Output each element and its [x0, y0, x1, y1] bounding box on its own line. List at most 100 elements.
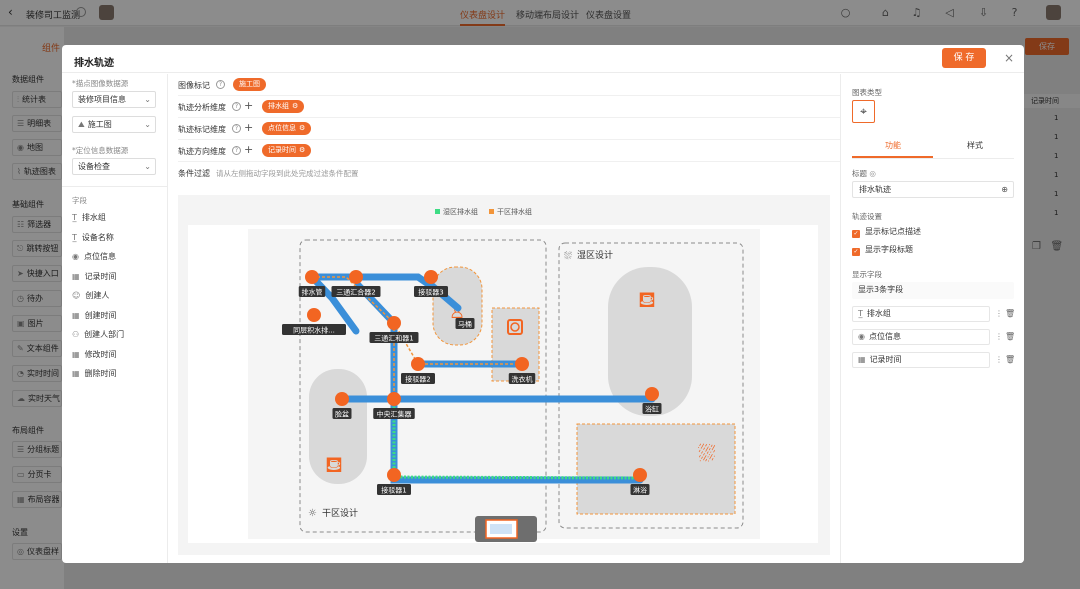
download-icon[interactable]: ⇩: [978, 6, 989, 19]
component-item[interactable]: ⫶统计表: [12, 91, 62, 108]
drag-handle-icon[interactable]: ⋮: [995, 309, 1003, 318]
node-label: 三通汇和器1: [374, 333, 413, 342]
component-item[interactable]: ◔实时时间: [12, 365, 62, 382]
node-label: 浴缸: [645, 404, 659, 413]
track-node[interactable]: [307, 308, 321, 322]
delete-icon[interactable]: 🗑: [1005, 355, 1016, 364]
help-icon[interactable]: ?: [232, 124, 241, 133]
drag-handle-icon[interactable]: ⋮: [995, 355, 1003, 364]
add-icon[interactable]: +: [244, 143, 254, 156]
add-icon[interactable]: +: [244, 99, 254, 112]
map-pin-icon[interactable]: ⌖: [852, 100, 875, 123]
save-button[interactable]: 保 存: [942, 48, 986, 68]
help-icon[interactable]: ?: [232, 146, 241, 155]
component-item[interactable]: ◉地图: [12, 139, 62, 156]
node-label-bg: [414, 286, 448, 297]
field-tag[interactable]: 点位信息⚙: [262, 122, 312, 135]
settings-icon[interactable]: [76, 7, 86, 17]
tab-style[interactable]: 样式: [967, 141, 983, 150]
component-item[interactable]: ◎仪表盘样: [12, 543, 62, 560]
checkbox-show-mark-desc[interactable]: ✓显示标记点描述: [852, 227, 921, 238]
display-field-item[interactable]: ▦记录时间: [852, 352, 990, 368]
data-source-panel: *描点图像数据源 装修项目信息⌄ ⛰施工图⌄ *定位信息数据源 设备检查⌄ 字段…: [62, 74, 168, 563]
component-item[interactable]: ⎋跳转按钮: [12, 240, 62, 257]
track-node[interactable]: [424, 270, 438, 284]
fields-title: 字段: [72, 196, 87, 205]
track-node[interactable]: [515, 357, 529, 371]
track-node[interactable]: [387, 316, 401, 330]
group-title: 设置: [12, 528, 28, 537]
config-row-filter[interactable]: 条件过滤 请从左侧拖动字段到此处完成过滤条件配置: [178, 162, 842, 184]
field-item[interactable]: ▦创建时间: [72, 310, 117, 320]
user-avatar[interactable]: [1046, 5, 1061, 20]
megaphone-icon[interactable]: ◁: [945, 6, 954, 19]
checkbox-show-field-title[interactable]: ✓显示字段标题: [852, 245, 913, 256]
drag-handle-icon[interactable]: ⋮: [995, 332, 1003, 341]
copy-icon[interactable]: ❐ 🗑: [1032, 241, 1064, 252]
display-field-item[interactable]: T̲排水组: [852, 306, 990, 322]
tab-mobile-layout[interactable]: 移动端布局设计: [516, 11, 580, 21]
image-source-label: *描点图像数据源: [72, 79, 129, 88]
field-item[interactable]: T̲排水组: [72, 213, 106, 222]
field-tag[interactable]: 施工图: [233, 78, 266, 91]
tab-dashboard-settings[interactable]: 仪表盘设置: [586, 11, 632, 21]
field-item[interactable]: ☺创建人: [72, 291, 110, 300]
track-node[interactable]: [305, 270, 319, 284]
field-item[interactable]: ▦记录时间: [72, 271, 117, 281]
display-fields-summary[interactable]: 显示3条字段: [852, 282, 1014, 299]
help-icon[interactable]: ?: [216, 80, 225, 89]
back-icon[interactable]: ‹: [8, 5, 13, 19]
delete-icon[interactable]: 🗑: [1005, 309, 1016, 318]
title-input[interactable]: 排水轨迹⊕: [852, 181, 1014, 198]
component-item[interactable]: ▣图片: [12, 315, 62, 332]
component-item[interactable]: ◷待办: [12, 290, 62, 307]
track-node[interactable]: [645, 387, 659, 401]
component-item[interactable]: ☰分组标题: [12, 441, 62, 458]
calendar-icon: ▦: [72, 369, 80, 378]
filter-drop-hint: 请从左侧拖动字段到此处完成过滤条件配置: [216, 169, 359, 178]
track-node[interactable]: [387, 392, 401, 406]
field-item[interactable]: T̲设备名称: [72, 232, 114, 242]
image-source-select[interactable]: 装修项目信息⌄: [72, 91, 156, 108]
field-item[interactable]: ◉点位信息: [72, 252, 116, 261]
field-tag[interactable]: 排水组⚙: [262, 100, 305, 113]
tab-dashboard-design[interactable]: 仪表盘设计: [460, 8, 506, 26]
calendar-icon: ▦: [72, 271, 80, 281]
field-item[interactable]: ▦修改时间: [72, 349, 117, 359]
node-label-bg: [455, 318, 475, 329]
component-item[interactable]: ☁实时天气: [12, 390, 62, 407]
tab-components[interactable]: 组件: [42, 44, 61, 54]
track-node[interactable]: [633, 468, 647, 482]
node-label-bg: [630, 484, 650, 495]
image-field-select[interactable]: ⛰施工图⌄: [72, 116, 156, 133]
field-item[interactable]: ▦删除时间: [72, 369, 117, 378]
close-icon[interactable]: ×: [1004, 51, 1015, 65]
delete-icon[interactable]: 🗑: [1005, 332, 1016, 341]
component-item[interactable]: ☰明细表: [12, 115, 62, 132]
component-item[interactable]: ☷筛选器: [12, 216, 62, 233]
bell-icon[interactable]: ♫: [911, 6, 922, 19]
background-save-button[interactable]: 保存: [1025, 38, 1069, 55]
tab-function[interactable]: 功能: [885, 141, 901, 150]
track-node[interactable]: [387, 468, 401, 482]
component-item[interactable]: ▭分页卡: [12, 466, 62, 483]
component-item[interactable]: ✎文本组件: [12, 340, 62, 357]
help-icon[interactable]: ?: [1011, 6, 1018, 19]
field-tag[interactable]: 记录时间⚙: [262, 144, 312, 157]
location-source-select[interactable]: 设备检查⌄: [72, 158, 156, 175]
component-item[interactable]: ➤快捷入口: [12, 265, 62, 282]
home-icon[interactable]: ⌂: [882, 6, 889, 19]
field-item[interactable]: ⚇创建人部门: [72, 330, 125, 339]
search-icon[interactable]: ○: [840, 6, 851, 19]
track-node[interactable]: [349, 270, 363, 284]
component-item[interactable]: ⌇轨迹图表: [12, 163, 62, 180]
track-node[interactable]: [335, 392, 349, 406]
help-icon[interactable]: ?: [232, 102, 241, 111]
add-icon[interactable]: +: [244, 121, 254, 134]
component-item[interactable]: ▦布局容器: [12, 491, 62, 508]
config-row-direction-dimension: 轨迹方向维度 ? + 记录时间⚙: [178, 140, 842, 162]
chart-type-label: 图表类型: [852, 88, 882, 97]
display-field-item[interactable]: ◉点位信息: [852, 329, 990, 345]
track-node[interactable]: [411, 357, 425, 371]
